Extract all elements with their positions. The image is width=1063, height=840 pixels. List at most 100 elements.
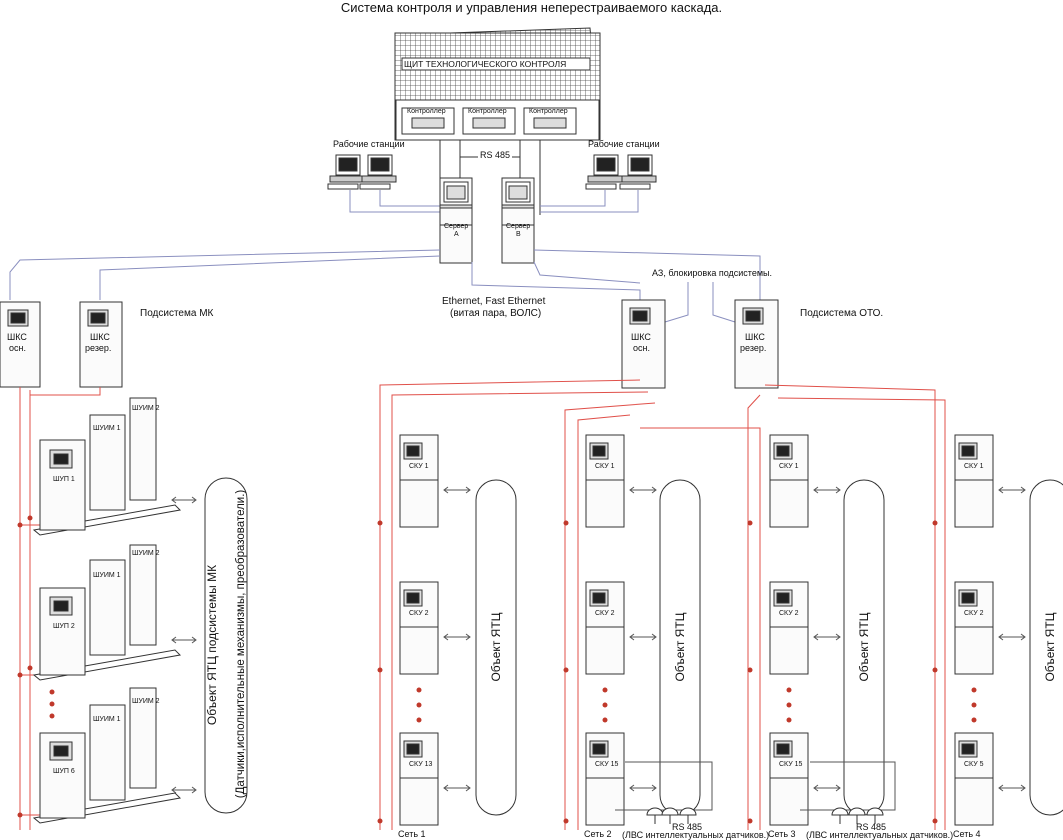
- sku-label: СКУ 13: [409, 761, 433, 768]
- sensor-icon: [866, 807, 884, 824]
- shks-oto-main-label-2: осн.: [633, 343, 650, 353]
- network-name: Сеть 4: [953, 829, 981, 839]
- mk-group: [32, 397, 182, 536]
- wiring-dot: [747, 667, 753, 673]
- sku-cabinet: [769, 732, 809, 826]
- wiring-dot: [377, 818, 383, 824]
- controller-label-3: Контроллер: [529, 108, 568, 115]
- network-column: [377, 434, 517, 826]
- mk-group: [32, 544, 182, 681]
- ethernet-label-1: Ethernet, Fast Ethernet: [442, 296, 546, 307]
- server-a-label-2: А: [454, 231, 459, 238]
- bidirectional-arrow: [998, 633, 1026, 641]
- shks-oto-reserve-label-2: резер.: [740, 343, 767, 353]
- ellipsis-dot: [416, 702, 422, 708]
- workstation-links: [349, 190, 639, 213]
- bidirectional-arrow: [443, 784, 471, 792]
- controller-label-2: Контроллер: [468, 108, 507, 115]
- workstations-left: [327, 154, 397, 190]
- control-panel: [394, 27, 601, 141]
- ellipsis-dot: [786, 702, 792, 708]
- ellipsis-dot: [602, 687, 608, 693]
- shks-mk-main-label-2: осн.: [9, 343, 26, 353]
- mk-shuim2-label-2: ШУИМ 2: [132, 550, 160, 557]
- server-a: [439, 177, 473, 264]
- sku-label: СКУ 2: [595, 610, 615, 617]
- wiring-dot: [747, 520, 753, 526]
- rs485-sensors: [615, 761, 896, 824]
- object-capsule: [1029, 479, 1063, 816]
- wiring-dot: [377, 667, 383, 673]
- mk-shuim2-label-3: ШУИМ 2: [132, 698, 160, 705]
- object-label: Объект ЯТЦ: [1043, 612, 1057, 682]
- lvs-label-1: (ЛВС интеллектуальных датчиков.): [622, 830, 770, 840]
- workstations-right-label: Рабочие станции: [588, 139, 660, 149]
- network-column: [747, 434, 885, 826]
- sku-label: СКУ 1: [409, 463, 429, 470]
- shks-oto-reserve-label-1: ШКС: [745, 332, 765, 342]
- sensor-icon: [848, 807, 866, 824]
- oto-networks: [377, 434, 1063, 826]
- sku-cabinet: [954, 434, 994, 528]
- diagram-title: Система контроля и управления неперестра…: [340, 0, 723, 15]
- rs485-bottom-label-1: RS 485: [672, 822, 703, 832]
- mk-shup-label-1: ШУП 1: [53, 476, 75, 483]
- sku-cabinet: [769, 581, 809, 675]
- shks-oto-reserve: [734, 299, 779, 389]
- mk-shuim2-label-1: ШУИМ 2: [132, 405, 160, 412]
- mk-ellipsis-dots: [49, 689, 55, 719]
- sku-label: СКУ 5: [964, 761, 984, 768]
- mk-shup-label-2: ШУП 2: [53, 623, 75, 630]
- sku-label: СКУ 2: [964, 610, 984, 617]
- mk-object-sublabel: (Датчики,исполнительные механизмы, преоб…: [235, 489, 247, 799]
- server-b-label-2: В: [516, 231, 521, 238]
- workstations-left-label: Рабочие станции: [333, 139, 405, 149]
- controller-label-1: Контроллер: [407, 108, 446, 115]
- ethernet-label-2: (витая пара, ВОЛС): [450, 308, 542, 319]
- sku-label: СКУ 15: [779, 761, 803, 768]
- sku-label: СКУ 2: [779, 610, 799, 617]
- wiring-dot: [747, 818, 753, 824]
- az-label: АЗ, блокировка подсистемы.: [652, 268, 772, 278]
- ethernet-backbone: [9, 249, 761, 323]
- ellipsis-dot: [786, 687, 792, 693]
- ellipsis-dot: [786, 717, 792, 723]
- bidirectional-arrow: [629, 784, 657, 792]
- controller-1: [401, 107, 455, 135]
- ellipsis-dot: [416, 687, 422, 693]
- bidirectional-arrow: [443, 633, 471, 641]
- mk-wiring: [19, 387, 101, 830]
- mk-group: [32, 687, 182, 824]
- bidirectional-arrow: [813, 784, 841, 792]
- network-column: [563, 434, 701, 826]
- rs485-bottom-label-2: RS 485: [856, 822, 887, 832]
- bidirectional-arrow: [629, 486, 657, 494]
- shks-mk-main-label-1: ШКС: [7, 332, 27, 342]
- network-name: Сеть 3: [768, 829, 796, 839]
- server-b-label-1: Сервер: [506, 223, 531, 230]
- server-b: [501, 177, 535, 264]
- ellipsis-dot: [971, 687, 977, 693]
- object-label: Объект ЯТЦ: [489, 612, 503, 682]
- network-name: Сеть 1: [398, 829, 426, 839]
- control-panel-label: ЩИТ ТЕХНОЛОГИЧЕСКОГО КОНТРОЛЯ: [404, 59, 567, 69]
- network-column: [932, 434, 1063, 826]
- mk-wiring-dots: [17, 515, 33, 818]
- sensor-icon: [661, 807, 679, 824]
- shks-mk-reserve-label-1: ШКС: [90, 332, 110, 342]
- bidirectional-arrow: [998, 486, 1026, 494]
- wiring-dot: [932, 520, 938, 526]
- shks-mk-reserve-label-2: резер.: [85, 343, 112, 353]
- sku-cabinet: [769, 434, 809, 528]
- sku-cabinet: [954, 732, 994, 826]
- ellipsis-dot: [971, 717, 977, 723]
- mk-object-label: Объект ЯТЦ подсистемы МК: [205, 564, 219, 726]
- workstations-right: [585, 154, 657, 190]
- object-label: Объект ЯТЦ: [857, 612, 871, 682]
- bidirectional-arrow: [629, 633, 657, 641]
- mk-shuim1-label-2: ШУИМ 1: [93, 572, 121, 579]
- ellipsis-dot: [971, 702, 977, 708]
- sku-label: СКУ 1: [595, 463, 615, 470]
- wiring-dot: [932, 667, 938, 673]
